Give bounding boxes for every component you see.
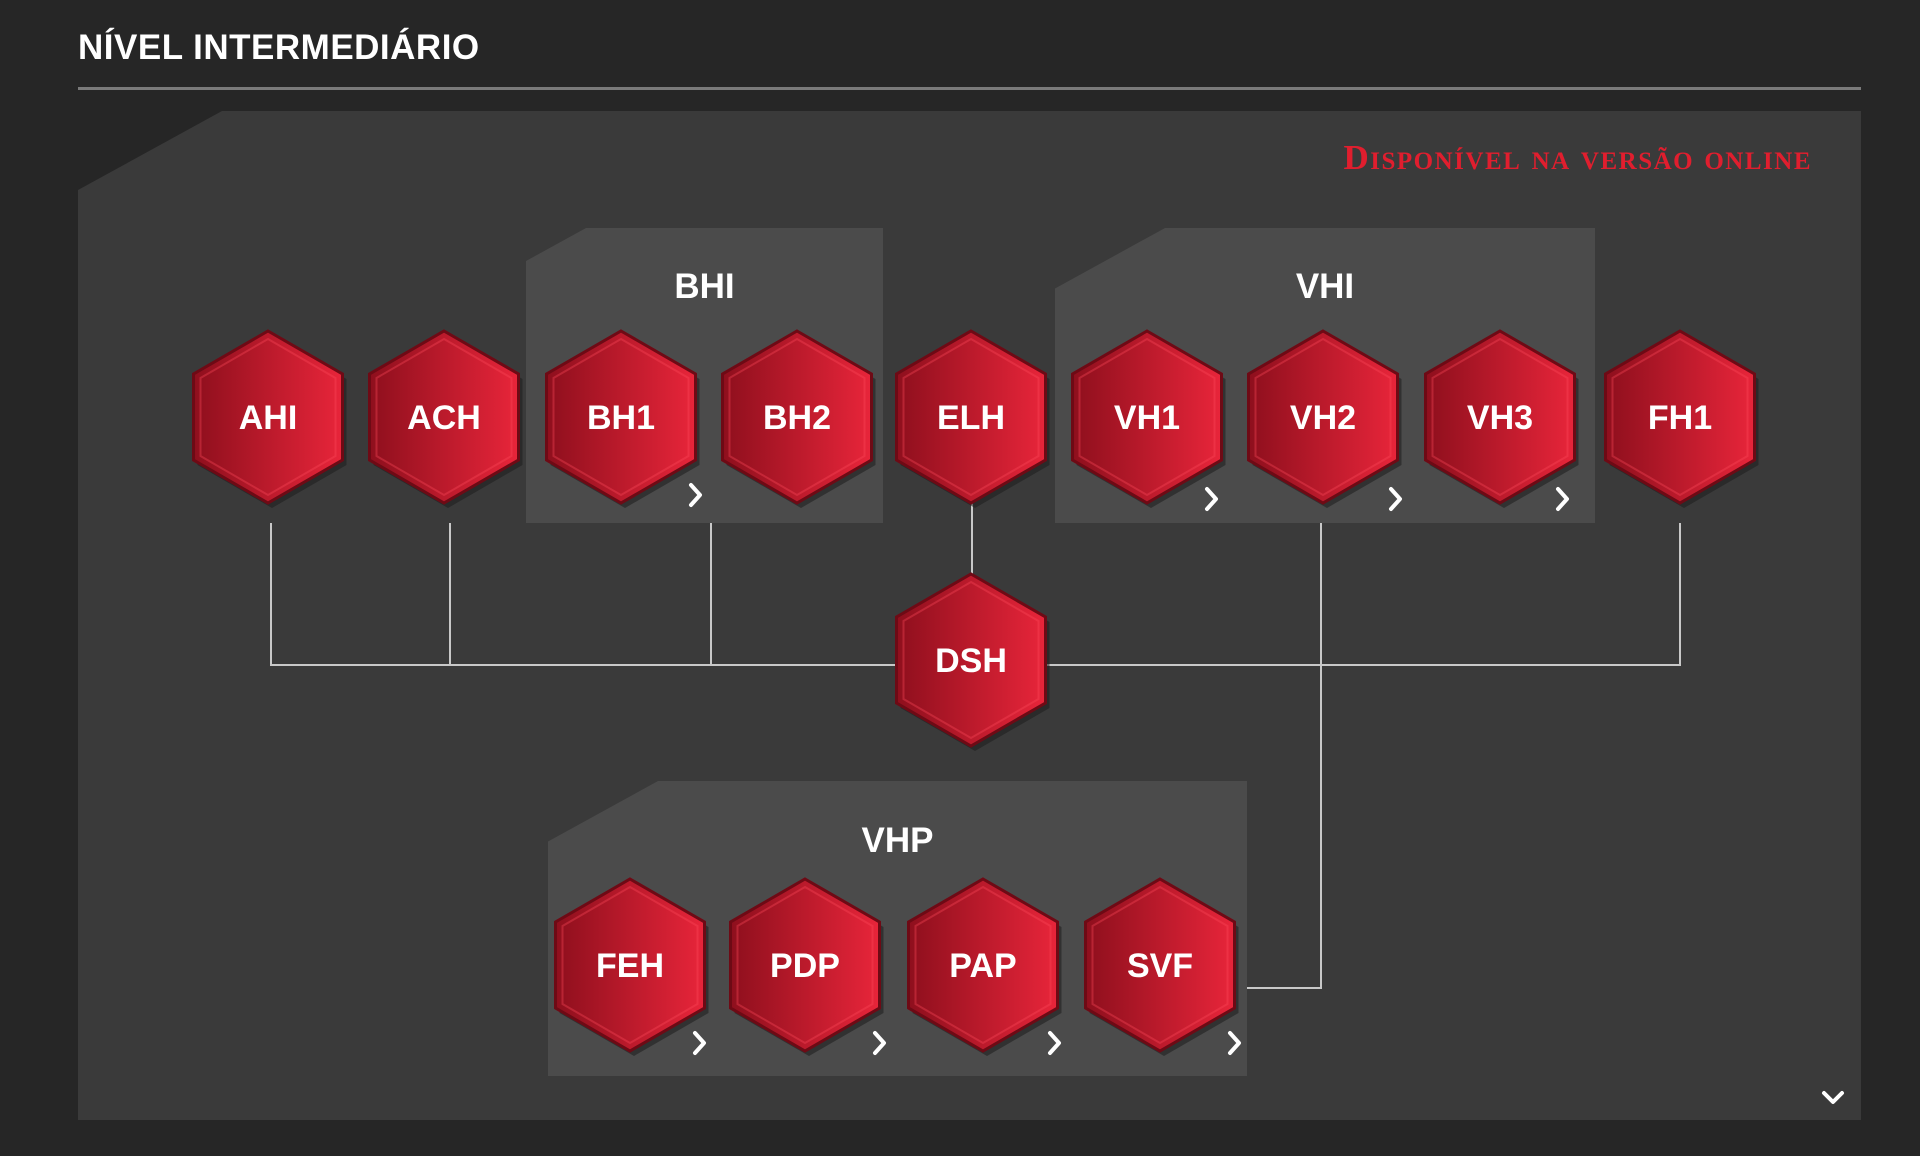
node-label-ahi: AHI [239, 399, 298, 437]
node-label-bh2: BH2 [763, 399, 831, 437]
node-label-vh1: VH1 [1114, 399, 1180, 437]
node-dsh[interactable]: DSH [895, 572, 1050, 751]
online-version-note: Disponível na versão online [1343, 138, 1812, 177]
node-label-vh2: VH2 [1290, 399, 1356, 437]
chevron-right-icon[interactable] [1228, 1031, 1241, 1055]
node-label-svf: SVF [1127, 947, 1193, 985]
node-label-pap: PAP [949, 947, 1016, 985]
node-label-pdp: PDP [770, 947, 840, 985]
group-vhp: VHP [548, 781, 1247, 1076]
node-ach[interactable]: ACH [368, 329, 523, 508]
node-bh1[interactable]: BH1 [545, 329, 700, 508]
node-fh1[interactable]: FH1 [1604, 329, 1759, 508]
chevron-right-icon[interactable] [1556, 487, 1569, 511]
connector-vhi-vhp [1247, 523, 1322, 989]
node-vh2[interactable]: VH2 [1247, 329, 1402, 508]
chevron-right-icon[interactable] [1205, 487, 1218, 511]
node-elh[interactable]: ELH [895, 329, 1050, 508]
node-label-vh3: VH3 [1467, 399, 1533, 437]
node-bh2[interactable]: BH2 [721, 329, 876, 508]
group-label-bhi: BHI [674, 267, 734, 306]
node-svf[interactable]: SVF [1084, 877, 1239, 1056]
node-label-dsh: DSH [935, 642, 1007, 680]
node-label-bh1: BH1 [587, 399, 655, 437]
node-label-ach: ACH [407, 399, 481, 437]
node-label-elh: ELH [937, 399, 1005, 437]
chevron-right-icon[interactable] [873, 1031, 886, 1055]
node-feh[interactable]: FEH [554, 877, 709, 1056]
node-vh3[interactable]: VH3 [1424, 329, 1579, 508]
group-label-vhi: VHI [1296, 267, 1354, 306]
node-label-feh: FEH [596, 947, 664, 985]
title-divider [78, 87, 1861, 90]
node-ahi[interactable]: AHI [192, 329, 347, 508]
chevron-right-icon[interactable] [693, 1031, 706, 1055]
chevron-right-icon[interactable] [689, 483, 702, 507]
chevron-right-icon[interactable] [1389, 487, 1402, 511]
node-pap[interactable]: PAP [907, 877, 1062, 1056]
node-pdp[interactable]: PDP [729, 877, 884, 1056]
chevron-down-icon[interactable] [1816, 1083, 1850, 1111]
node-label-fh1: FH1 [1648, 399, 1712, 437]
chevron-right-icon[interactable] [1048, 1031, 1061, 1055]
node-vh1[interactable]: VH1 [1071, 329, 1226, 508]
page-title: NÍVEL INTERMEDIÁRIO [78, 28, 480, 67]
group-label-vhp: VHP [862, 821, 934, 860]
